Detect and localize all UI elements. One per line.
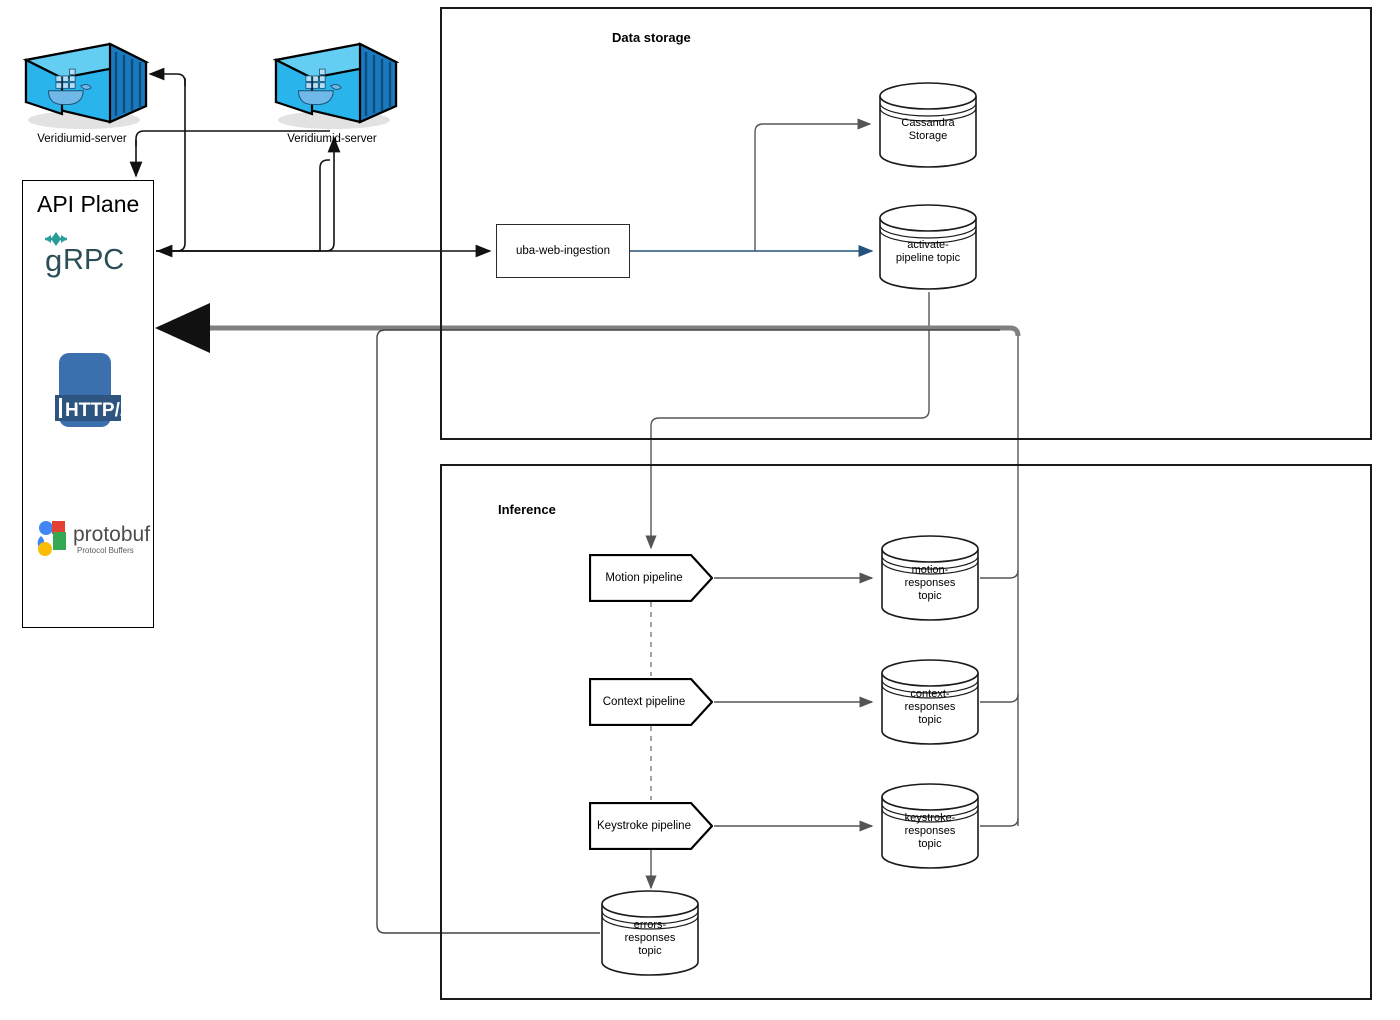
protobuf-logo: protobuf Protocol Buffers <box>33 516 151 562</box>
context-topic-line1: context- <box>910 687 950 700</box>
wire-grpc-to-server2-vert <box>156 136 341 252</box>
keystroke-topic-line3: topic <box>918 837 942 850</box>
errors-topic-line3: topic <box>638 944 662 957</box>
svg-text:HTTP/2: HTTP/2 <box>65 400 130 421</box>
server-node-1[interactable]: Veridiumid-server <box>12 22 152 145</box>
inference-title: Inference <box>498 502 556 517</box>
svg-text:protobuf: protobuf <box>73 523 150 546</box>
keystroke-pipeline-label: Keystroke pipeline <box>597 820 691 832</box>
wire-loop-into-grpc <box>156 78 186 258</box>
keystroke-pipeline-node[interactable]: Keystroke pipeline <box>589 802 713 850</box>
docker-container-icon <box>12 22 152 132</box>
uba-web-ingestion-label: uba-web-ingestion <box>516 245 610 257</box>
motion-topic-line1: motion- <box>911 563 949 576</box>
errors-responses-topic-node[interactable]: errors- responses topic <box>600 890 700 976</box>
svg-text:RPC: RPC <box>63 244 124 276</box>
api-plane-title: API Plane <box>37 191 140 217</box>
errors-topic-line1: errors- <box>633 918 667 931</box>
cassandra-storage-node[interactable]: Cassandra Storage <box>878 82 978 168</box>
context-responses-topic-label: context- responses topic <box>880 659 980 745</box>
database-cylinder-icon <box>881 535 979 621</box>
activate-line2: pipeline topic <box>895 252 961 264</box>
server-label: Veridiumid-server <box>37 133 127 145</box>
cassandra-line2: Storage <box>908 130 948 142</box>
docker-container-icon <box>262 22 402 132</box>
activate-pipeline-topic-node[interactable]: activate- pipeline topic <box>878 204 978 290</box>
http2-logo: HTTP/2 <box>45 349 131 441</box>
motion-topic-line2: responses <box>904 576 956 589</box>
context-pipeline-node[interactable]: Context pipeline <box>589 678 713 726</box>
keystroke-topic-line2: responses <box>904 824 956 837</box>
svg-text:g: g <box>45 243 62 278</box>
errors-responses-topic-label: errors- responses topic <box>600 890 700 976</box>
activate-line1: activate- <box>907 239 949 251</box>
database-cylinder-icon <box>601 890 699 976</box>
errors-topic-line2: responses <box>624 931 676 944</box>
cassandra-storage-label: Cassandra Storage <box>878 82 978 168</box>
data-storage-title: Data storage <box>612 30 691 45</box>
api-plane-box[interactable]: API Plane g RPC HTTP/2 <box>22 180 154 628</box>
motion-pipeline-label: Motion pipeline <box>605 572 683 584</box>
context-topic-line2: responses <box>904 700 956 713</box>
context-topic-line3: topic <box>918 713 942 726</box>
keystroke-topic-line1: keystroke- <box>904 811 956 824</box>
keystroke-responses-topic-label: keystroke- responses topic <box>880 783 980 869</box>
wire-loop-to-server1 <box>148 67 186 86</box>
cassandra-line1: Cassandra <box>901 117 955 129</box>
database-cylinder-icon <box>879 204 977 290</box>
motion-responses-topic-label: motion- responses topic <box>880 535 980 621</box>
database-cylinder-icon <box>879 82 977 168</box>
server-node-2[interactable]: Veridiumid-server <box>262 22 402 145</box>
wire-returnpath-to-apiplane <box>177 62 185 70</box>
inference-group <box>440 464 1372 1000</box>
server-label: Veridiumid-server <box>287 133 377 145</box>
data-storage-group <box>440 7 1372 440</box>
database-cylinder-icon <box>881 659 979 745</box>
context-responses-topic-node[interactable]: context- responses topic <box>880 659 980 745</box>
activate-pipeline-topic-label: activate- pipeline topic <box>878 204 978 290</box>
grpc-logo: g RPC <box>37 229 141 281</box>
wire-grpc-to-server2 <box>156 159 330 252</box>
uba-web-ingestion-node[interactable]: uba-web-ingestion <box>496 224 630 278</box>
motion-responses-topic-node[interactable]: motion- responses topic <box>880 535 980 621</box>
keystroke-responses-topic-node[interactable]: keystroke- responses topic <box>880 783 980 869</box>
svg-text:Protocol Buffers: Protocol Buffers <box>77 546 134 555</box>
motion-topic-line3: topic <box>918 589 942 602</box>
context-pipeline-label: Context pipeline <box>602 696 686 708</box>
motion-pipeline-node[interactable]: Motion pipeline <box>589 554 713 602</box>
database-cylinder-icon <box>881 783 979 869</box>
